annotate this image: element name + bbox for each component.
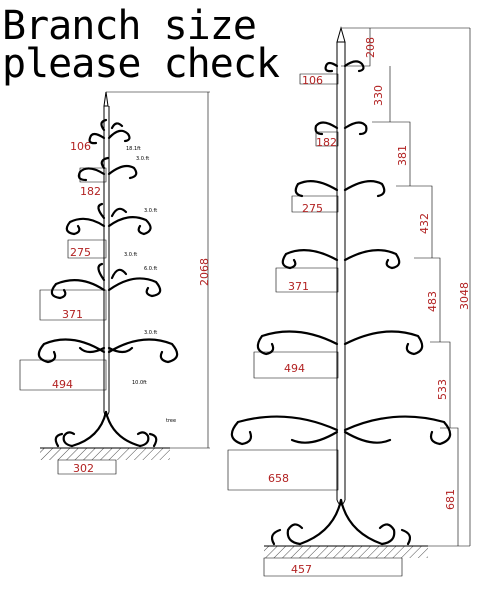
left-base-label: 302 (73, 462, 94, 475)
right-total-height-label: 3048 (458, 282, 471, 310)
left-branch-label: 106 (70, 140, 91, 153)
right-branch-label: 182 (316, 136, 337, 149)
right-tree: 106 182 275 371 494 658 457 208 330 381 … (227, 26, 471, 577)
left-note: 3.0.ft (136, 156, 149, 162)
right-branch-label: 275 (302, 202, 323, 215)
right-base-ground (264, 546, 428, 558)
left-base-ground (40, 448, 170, 460)
right-segment-label: 681 (444, 489, 457, 510)
right-segment-label: 432 (418, 213, 431, 234)
title-line-1: Branch size (2, 3, 257, 49)
right-finial-icon (336, 26, 346, 43)
left-branch-label: 275 (70, 246, 91, 259)
left-note: 10.0ft (132, 380, 147, 386)
left-branch-label: 371 (62, 308, 83, 321)
right-segment-label: 381 (396, 145, 409, 166)
right-segment-label: 533 (436, 379, 449, 400)
left-note: 3.0.ft (144, 208, 157, 214)
left-note: 18.1ft (126, 146, 141, 152)
left-height-label: 2068 (198, 258, 211, 286)
left-note: 6.0.ft (144, 266, 157, 272)
left-note: tree (166, 418, 176, 424)
right-branch-label: 106 (302, 74, 323, 87)
right-segment-label: 330 (372, 85, 385, 106)
right-branch-label: 371 (288, 280, 309, 293)
right-base-label: 457 (291, 563, 312, 576)
left-finial-icon (103, 91, 109, 107)
right-segment-label: 483 (426, 291, 439, 312)
left-note: 3.0.ft (124, 252, 137, 258)
left-note: 3.0.ft (144, 330, 157, 336)
left-branch-label: 494 (52, 378, 73, 391)
right-branch-label: 658 (268, 472, 289, 485)
right-segment-label: 208 (364, 37, 377, 58)
title-line-2: please check (2, 41, 280, 87)
left-tree: 106 182 275 371 494 302 2068 18.1ft 3.0.… (19, 91, 211, 475)
right-branch-label: 494 (284, 362, 305, 375)
left-branch-label: 182 (80, 185, 101, 198)
